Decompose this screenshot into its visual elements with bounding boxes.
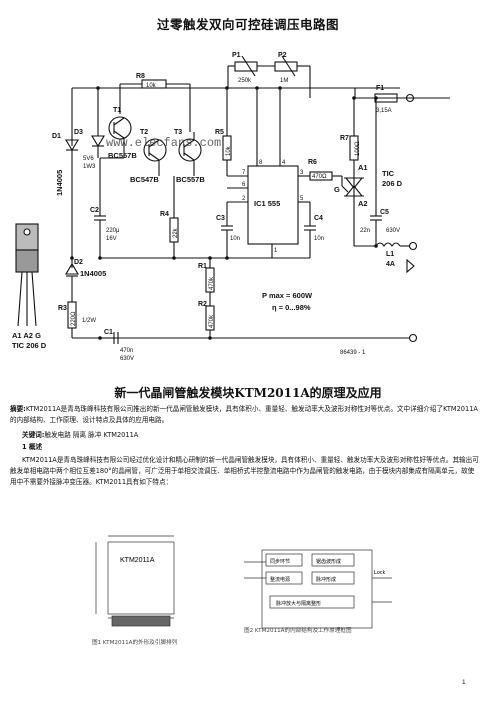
fig2-ramp: 锯齿波形成	[316, 558, 341, 565]
label-A1: A1	[358, 163, 368, 172]
label-R6-val: 470Ω	[312, 174, 327, 180]
label-P2-val: 1M	[280, 78, 288, 84]
label-C3-val: 10n	[230, 236, 240, 242]
keywords-label: 关键词:	[22, 431, 45, 439]
label-R1-val: 470k	[209, 276, 215, 290]
label-R6: R6	[308, 159, 317, 166]
label-R7: R7	[340, 135, 349, 142]
label-R4-val: 22k	[173, 227, 179, 238]
label-R8: R8	[136, 73, 145, 80]
circuit-diagram: P1 P2 250k 1M R8 10k F1 3,15A R7 100Ω R6…	[12, 52, 450, 362]
label-tic-type: 206 D	[382, 179, 403, 188]
label-pin5: 5	[300, 196, 304, 202]
label-D3: D3	[74, 129, 83, 136]
label-P1-val: 250k	[238, 78, 252, 84]
label-C4-val: 10n	[314, 236, 324, 242]
keywords-text: 触发电路 隔离 脉冲 KTM2011A	[44, 431, 139, 439]
label-tic: TIC	[382, 169, 395, 178]
label-C1-val: 470n	[120, 348, 133, 354]
fig2-lock: Lock	[374, 570, 386, 576]
label-R5: R5	[215, 129, 224, 136]
label-R8-val: 10k	[146, 83, 157, 89]
label-D3-type: 5V6	[83, 156, 94, 162]
abstract-text: KTM2011A是青岛珠峰科技有限公司推出的新一代晶闸管触发模块，具有体积小、重…	[10, 405, 478, 424]
label-L1-val: 4A	[386, 261, 395, 268]
page-title: 过零触发双向可控硅调压电路图	[156, 17, 339, 32]
label-pin3: 3	[300, 170, 304, 176]
label-R3-w: 1/2W	[82, 318, 96, 324]
figure1-drawing: KTM2011A	[95, 535, 175, 627]
fig2-compare: 整流电源	[270, 576, 290, 583]
label-F1: F1	[376, 85, 384, 92]
label-G: G	[334, 185, 340, 194]
label-A2: A2	[358, 199, 368, 208]
keywords: 关键词:触发电路 隔离 脉冲 KTM2011A	[22, 430, 492, 441]
label-pkg-name: TIC 206 D	[12, 341, 47, 350]
label-F1-val: 3,15A	[376, 108, 392, 114]
section-heading: 1 概述	[22, 443, 43, 451]
article-title: 新一代晶闸管触发模块KTM2011A的原理及应用	[114, 386, 382, 400]
label-L1: L1	[386, 251, 394, 258]
label-C2-val: 220μ	[106, 228, 120, 234]
label-D1: D1	[52, 133, 61, 140]
fig2-caption: 图2 KTM2011A的内部结构及工作原理框图	[244, 628, 352, 634]
label-pkg-pins: A1 A2 G	[12, 331, 41, 340]
fig1-caption: 图1 KTM2011A的外形及引脚排列	[92, 640, 178, 646]
label-pin8: 8	[259, 160, 263, 166]
label-C5-v: 630V	[386, 228, 400, 234]
label-T3: T3	[174, 129, 182, 136]
fig2-pulse: 脉冲形成	[316, 576, 336, 583]
label-T2-type: BC547B	[130, 175, 159, 184]
fig2-sync: 同步环节	[270, 559, 290, 565]
label-ic: IC1 555	[254, 199, 280, 208]
label-pin7: 7	[242, 170, 246, 176]
label-code: 86439 - 1	[340, 350, 366, 356]
label-C5: C5	[380, 209, 389, 216]
label-C2-v: 16V	[106, 236, 117, 242]
label-P2: P2	[278, 52, 287, 59]
label-T1: T1	[113, 107, 121, 114]
label-eta: η = 0...98%	[272, 303, 311, 312]
label-R7-val: 100Ω	[355, 141, 361, 156]
label-D1-type: 1N4005	[55, 170, 64, 196]
label-D3-w: 1W3	[83, 164, 96, 170]
label-R4: R4	[160, 211, 169, 218]
label-C1-v: 630V	[120, 356, 134, 362]
label-T3-type: BC557B	[176, 175, 205, 184]
label-pmax: P max = 600W	[262, 291, 313, 300]
abstract-label: 摘要:	[10, 405, 26, 413]
figure2-block-diagram: 同步环节 整流电源 锯齿波形成 脉冲形成 脉冲放大与隔离整形 Lock	[244, 549, 392, 629]
fig2-amp: 脉冲放大与隔离整形	[276, 600, 321, 607]
label-C4: C4	[314, 215, 323, 222]
label-pin2: 2	[242, 196, 246, 202]
body-text: KTM2011A是青岛珠峰科技有限公司经过优化设计和精心研制的新一代晶闸管触发模…	[10, 456, 479, 486]
label-C5-val: 22n	[360, 228, 370, 234]
label-pin6: 6	[242, 182, 246, 188]
abstract: 摘要:KTM2011A是青岛珠峰科技有限公司推出的新一代晶闸管触发模块，具有体积…	[10, 404, 480, 426]
label-R3-val: 220Ω	[71, 311, 77, 326]
label-R5-val: 10k	[226, 145, 232, 156]
label-D2: D2	[74, 259, 83, 266]
label-R3: R3	[58, 305, 67, 312]
label-D2-type: 1N4005	[80, 269, 106, 278]
fig1-chip-label: KTM2011A	[120, 557, 155, 564]
watermark: www.elecfans.com	[106, 136, 221, 150]
label-C1: C1	[104, 329, 113, 336]
label-T2: T2	[140, 129, 148, 136]
label-C3: C3	[216, 215, 225, 222]
label-pin4: 4	[282, 160, 286, 166]
label-R2-val: 470k	[209, 314, 215, 328]
page-number: 1	[462, 679, 466, 686]
label-R2: R2	[198, 301, 207, 308]
label-P1: P1	[232, 52, 241, 59]
label-R1: R1	[198, 263, 207, 270]
label-C2: C2	[90, 207, 99, 214]
label-T1-type: BC557B	[108, 151, 137, 160]
label-pin1: 1	[274, 248, 278, 254]
